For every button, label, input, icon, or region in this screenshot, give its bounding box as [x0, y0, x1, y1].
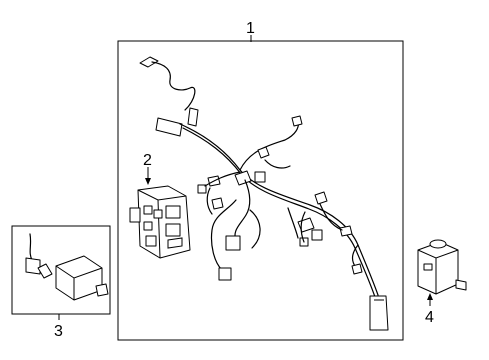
callout-2-label: 2 [143, 152, 152, 169]
callout-2-arrow [145, 178, 151, 185]
callout-1-label: 1 [246, 20, 255, 37]
callout-4-arrow [427, 293, 433, 300]
sensor-module [25, 233, 109, 301]
callout-4-label: 4 [425, 309, 434, 326]
wiring-harness [139, 56, 389, 331]
harness-frame [117, 40, 404, 341]
callout-3-label: 3 [54, 323, 63, 340]
control-unit [417, 239, 467, 295]
inset-frame-3 [11, 225, 111, 315]
junction-box [129, 185, 191, 259]
